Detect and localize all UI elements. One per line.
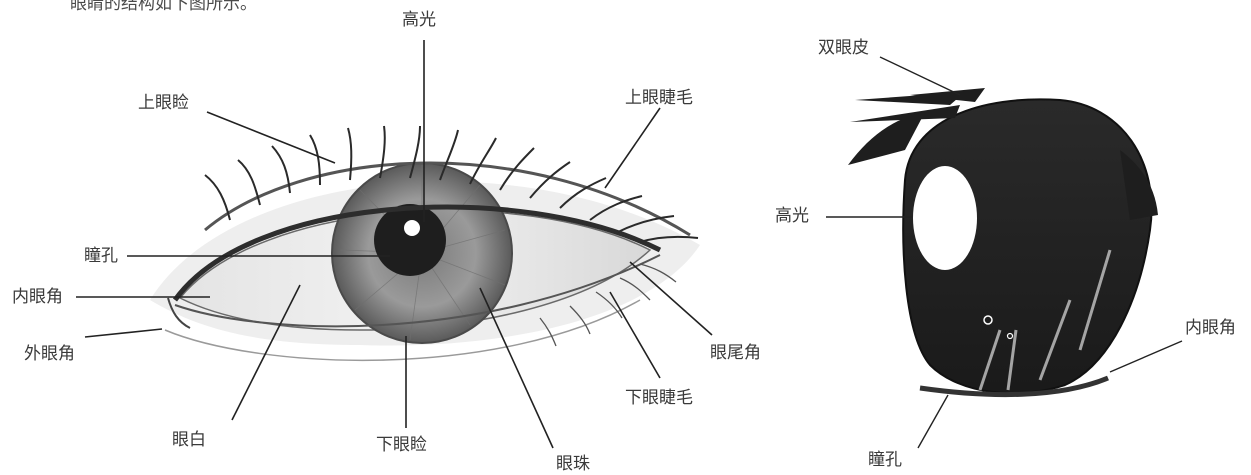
label-upper-lashes: 上眼睫毛 [625,90,693,107]
label-lower-lashes: 下眼睫毛 [625,390,693,407]
label-anime-highlight: 高光 [775,208,809,225]
label-highlight: 高光 [402,12,436,29]
label-inner-corner: 内眼角 [12,289,63,306]
label-eye-white: 眼白 [172,432,206,449]
label-outer-corner: 外眼角 [24,346,75,363]
label-anime-pupil: 瞳孔 [868,452,902,469]
anime-eye [826,57,1182,448]
highlight-shape [404,220,420,236]
label-eye-tail: 眼尾角 [710,345,761,362]
label-upper-eyelid: 上眼睑 [138,95,189,112]
label-double-eyelid: 双眼皮 [818,40,869,57]
pupil-shape [374,204,446,276]
anime-highlight-shape [913,166,977,270]
label-lower-eyelid: 下眼睑 [376,437,427,454]
label-iris: 眼珠 [556,456,590,473]
label-pupil: 瞳孔 [84,248,118,265]
label-anime-inner-corner: 内眼角 [1185,320,1236,337]
